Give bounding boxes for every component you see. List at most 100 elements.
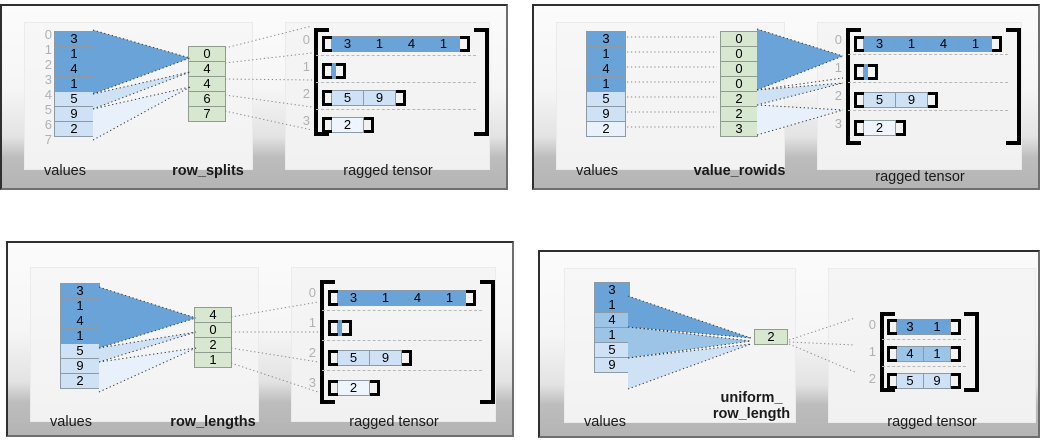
encoding-cell: 0 — [194, 322, 232, 338]
row-bracket-left-icon — [857, 36, 864, 52]
row-bracket-left-icon — [857, 92, 864, 108]
row-bracket-right-icon — [951, 373, 958, 389]
close-bracket-icon — [964, 312, 979, 392]
row-bracket-right-icon — [896, 120, 903, 136]
row-bracket-left-icon — [331, 290, 338, 306]
ragged-row-index: 1 — [308, 315, 316, 330]
ragged-row-index: 3 — [834, 116, 842, 131]
ragged-row: 5 9 — [322, 90, 406, 106]
encoding-cell: 4 — [188, 61, 226, 77]
values-column-row-lengths: 3 1 4 1 5 9 2 — [60, 283, 100, 389]
value-cell: 5 — [586, 91, 626, 107]
row-bracket-left-icon — [331, 350, 338, 366]
value-cell: 3 — [60, 283, 100, 299]
values-column-row-splits: 3 1 4 1 5 9 2 — [54, 31, 94, 137]
ragged-row: 3 1 4 1 — [854, 36, 1002, 52]
ragged-cell: 9 — [923, 373, 951, 389]
row-divider — [316, 82, 476, 83]
ragged-row-index: 0 — [308, 285, 316, 300]
encoding-cell: 0 — [720, 46, 758, 62]
ragged-row — [854, 64, 878, 80]
ragged-row-index: 2 — [834, 88, 842, 103]
row-bracket-right-icon — [466, 290, 473, 306]
ragged-row: 4 1 — [887, 346, 961, 362]
value-cell: 3 — [586, 31, 626, 47]
encoding-cell: 6 — [188, 91, 226, 107]
value-cell: 4 — [586, 61, 626, 77]
encoding-cell: 0 — [720, 76, 758, 92]
ragged-cell: 1 — [923, 346, 951, 362]
encoding-column-value-rowids: 0 0 0 0 2 2 3 — [720, 31, 758, 137]
row-divider — [848, 82, 1008, 83]
ragged-cell: 3 — [337, 290, 370, 306]
value-cell: 9 — [586, 106, 626, 122]
encoding-cell: 0 — [720, 31, 758, 47]
row-bracket-left-icon — [331, 380, 338, 396]
ragged-cell: 9 — [895, 92, 928, 108]
ragged-cell: 3 — [896, 319, 924, 335]
value-cell: 5 — [594, 342, 630, 358]
panel-row-splits: 0 1 2 3 4 5 6 7 3 1 4 1 5 9 2 0 4 4 6 7 … — [0, 4, 508, 190]
value-cell: 4 — [594, 312, 630, 328]
row-bracket-left-icon — [890, 373, 897, 389]
row-bracket-left-icon — [325, 63, 332, 79]
row-bracket-right-icon — [992, 36, 999, 52]
row-divider — [322, 310, 482, 311]
ragged-row — [322, 63, 346, 79]
ragged-cell: 5 — [896, 373, 924, 389]
encoding-column-row-splits: 0 4 4 6 7 — [188, 46, 226, 122]
encoding-cell: 2 — [720, 106, 758, 122]
value-cell: 2 — [586, 121, 626, 137]
encoding-label-line-2: row_length — [712, 405, 791, 422]
ragged-row: 3 1 — [887, 319, 961, 335]
row-bracket-left-icon — [325, 36, 332, 52]
ragged-cell-empty — [331, 63, 336, 79]
tick-label: 6 — [44, 117, 52, 132]
row-bracket-right-icon — [951, 319, 958, 335]
ragged-cell: 1 — [959, 36, 992, 52]
value-cell: 3 — [54, 31, 94, 47]
tick-label: 7 — [44, 132, 52, 147]
open-bracket-icon — [880, 312, 895, 392]
row-divider — [848, 110, 1008, 111]
ragged-row-index: 1 — [868, 344, 876, 359]
values-column-value-rowids: 3 1 4 1 5 9 2 — [586, 31, 626, 137]
card-ragged-uniform-row-length — [828, 268, 1036, 423]
row-bracket-right-icon — [396, 90, 403, 106]
row-bracket-right-icon — [402, 350, 409, 366]
ragged-row-index: 0 — [868, 317, 876, 332]
value-cell: 1 — [586, 46, 626, 62]
row-bracket-left-icon — [325, 117, 332, 133]
open-bracket-icon — [846, 28, 861, 145]
row-bracket-right-icon — [364, 117, 371, 133]
open-bracket-icon — [320, 280, 335, 404]
ragged-cell: 1 — [923, 319, 951, 335]
ragged-cell: 1 — [427, 36, 460, 52]
ragged-cell: 3 — [331, 36, 364, 52]
ragged-cell: 1 — [369, 290, 402, 306]
encoding-cell: 0 — [188, 46, 226, 62]
ragged-cell: 4 — [896, 346, 924, 362]
ragged-cell: 2 — [337, 380, 370, 396]
encoding-label: row_splits — [172, 163, 244, 179]
ragged-row: 2 — [328, 380, 380, 396]
encoding-label: value_rowids — [693, 163, 786, 179]
ragged-row: 2 — [322, 117, 374, 133]
value-cell: 1 — [60, 328, 100, 344]
value-cell: 1 — [54, 76, 94, 92]
tick-label: 4 — [44, 87, 52, 102]
value-cell: 1 — [60, 298, 100, 314]
encoding-cell: 2 — [194, 337, 232, 353]
ragged-row-index: 1 — [302, 59, 310, 74]
encoding-column-row-lengths: 4 0 2 1 — [194, 307, 232, 368]
ragged-row: 5 9 — [854, 92, 938, 108]
ragged-cell: 2 — [863, 120, 896, 136]
ragged-label: ragged tensor — [349, 414, 439, 430]
value-cell: 4 — [60, 313, 100, 329]
ragged-cell-empty — [337, 320, 342, 336]
ragged-label: ragged tensor — [343, 163, 433, 179]
ragged-row-index: 3 — [302, 113, 310, 128]
ragged-cell: 1 — [363, 36, 396, 52]
ragged-cell: 5 — [337, 350, 370, 366]
ragged-row: 3 1 4 1 — [328, 290, 476, 306]
